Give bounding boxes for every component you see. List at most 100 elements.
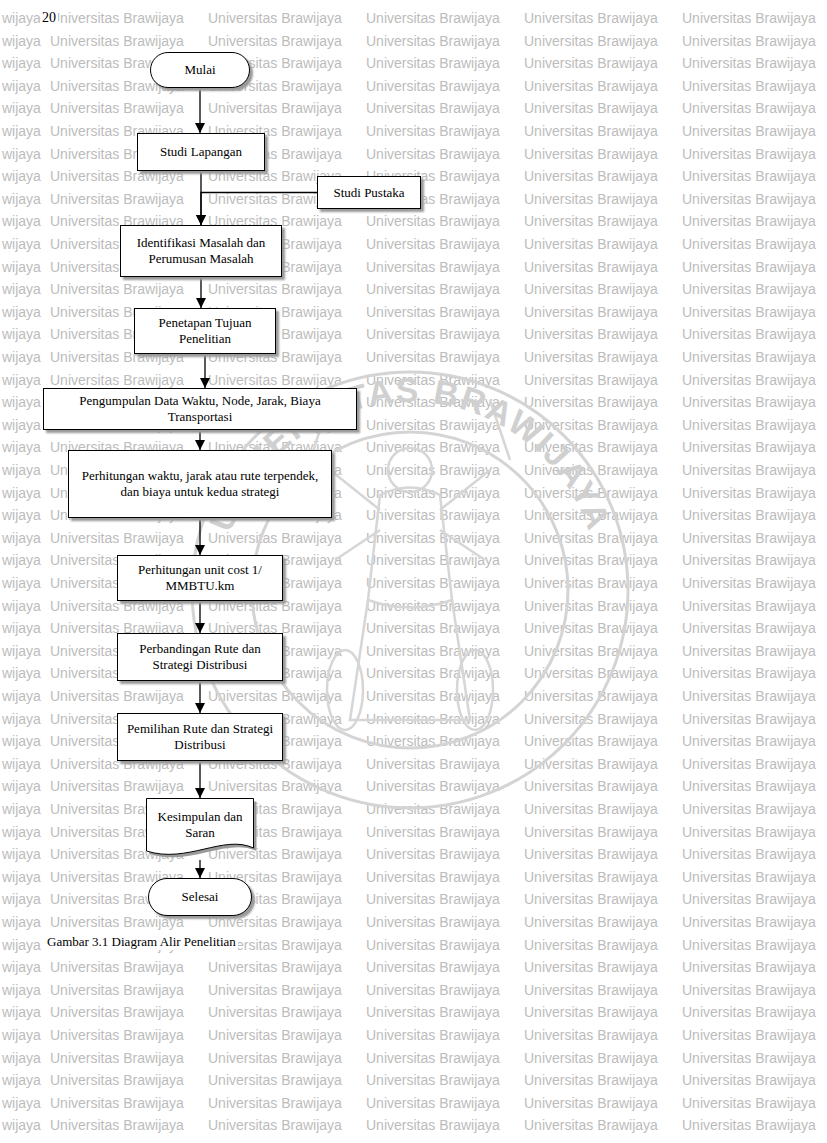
- watermark-text: Universitas Brawijaya: [208, 372, 342, 388]
- watermark-text: Universitas Brawijaya: [682, 891, 816, 907]
- flow-arrow: [199, 681, 200, 713]
- watermark-text: Universitas Brawijaya: [682, 1050, 816, 1066]
- watermark-text: Universitas Brawijaya: [208, 846, 342, 862]
- watermark-text: Universitas Brawijaya: [366, 620, 500, 636]
- watermark-text: Universitas Brawijaya: [682, 10, 816, 26]
- watermark-text: Universitas Brawijaya: [208, 914, 342, 930]
- watermark-text: Universitas Brawijaya: [366, 937, 500, 953]
- watermark-text: Universitas Brawijaya: [50, 1095, 184, 1111]
- flow-arrow: [199, 601, 200, 633]
- watermark-text: Universitas Brawijaya: [524, 394, 658, 410]
- figure-caption: Gambar 3.1 Diagram Alir Penelitian: [45, 934, 238, 950]
- watermark-text: Universitas Brawijaya: [366, 349, 500, 365]
- process-box: Perhitungan unit cost 1/ MMBTU.km: [117, 555, 283, 601]
- watermark-text: wijaya: [2, 146, 41, 162]
- figure-body: [368, 488, 452, 608]
- watermark-text: wijaya: [2, 869, 41, 885]
- watermark-text: Universitas Brawijaya: [682, 123, 816, 139]
- watermark-text: Universitas Brawijaya: [50, 914, 184, 930]
- watermark-text: wijaya: [2, 349, 41, 365]
- watermark-text: Universitas Brawijaya: [208, 1004, 342, 1020]
- watermark-text: Universitas Brawijaya: [366, 123, 500, 139]
- watermark-text: Universitas Brawijaya: [524, 959, 658, 975]
- process-box: Studi Lapangan: [137, 133, 265, 171]
- watermark-text: wijaya: [2, 552, 41, 568]
- watermark-text: Universitas Brawijaya: [682, 372, 816, 388]
- watermark-text: Universitas Brawijaya: [208, 281, 342, 297]
- watermark-text: Universitas Brawijaya: [524, 891, 658, 907]
- watermark-text: Universitas Brawijaya: [366, 982, 500, 998]
- watermark-text: Universitas Brawijaya: [524, 55, 658, 71]
- watermark-text: Universitas Brawijaya: [50, 959, 184, 975]
- flow-arrow: [204, 354, 205, 388]
- watermark-text: wijaya: [2, 168, 41, 184]
- watermark-text: Universitas Brawijaya: [366, 665, 500, 681]
- node-text: Studi Lapangan: [160, 144, 242, 160]
- watermark-text: Universitas Brawijaya: [524, 937, 658, 953]
- watermark-text: wijaya: [2, 598, 41, 614]
- watermark-text: Universitas Brawijaya: [682, 1072, 816, 1088]
- watermark-text: Universitas Brawijaya: [366, 914, 500, 930]
- watermark-text: Universitas Brawijaya: [366, 778, 500, 794]
- watermark-text: Universitas Brawijaya: [366, 326, 500, 342]
- watermark-text: wijaya: [2, 281, 41, 297]
- watermark-text: Universitas Brawijaya: [524, 1095, 658, 1111]
- watermark-text: Universitas Brawijaya: [208, 1117, 342, 1133]
- flow-arrow: [199, 518, 200, 555]
- watermark-text: Universitas Brawijaya: [50, 1050, 184, 1066]
- watermark-text: wijaya: [2, 485, 41, 501]
- watermark-text: Universitas Brawijaya: [524, 123, 658, 139]
- watermark-text: wijaya: [2, 33, 41, 49]
- watermark-text: Universitas Brawijaya: [524, 372, 658, 388]
- watermark-text: wijaya: [2, 78, 41, 94]
- flow-arrow: [199, 88, 200, 133]
- watermark-text: wijaya: [2, 711, 41, 727]
- watermark-text: wijaya: [2, 326, 41, 342]
- watermark-text: Universitas Brawijaya: [366, 711, 500, 727]
- watermark-text: Universitas Brawijaya: [682, 462, 816, 478]
- watermark-text: Universitas Brawijaya: [366, 575, 500, 591]
- watermark-text: Universitas Brawijaya: [366, 1117, 500, 1133]
- watermark-text: Universitas Brawijaya: [366, 1027, 500, 1043]
- watermark-text: Universitas Brawijaya: [524, 778, 658, 794]
- watermark-text: Universitas Brawijaya: [524, 213, 658, 229]
- watermark-text: Universitas Brawijaya: [524, 259, 658, 275]
- watermark-text: Universitas Brawijaya: [682, 417, 816, 433]
- watermark-text: Universitas Brawijaya: [682, 349, 816, 365]
- watermark-text: Universitas Brawijaya: [682, 191, 816, 207]
- watermark-text: wijaya: [2, 100, 41, 116]
- watermark-text: wijaya: [2, 846, 41, 862]
- watermark-text: Universitas Brawijaya: [50, 1117, 184, 1133]
- watermark-text: Universitas Brawijaya: [682, 959, 816, 975]
- watermark-text: wijaya: [2, 688, 41, 704]
- watermark-text: Universitas Brawijaya: [366, 281, 500, 297]
- watermark-text: Universitas Brawijaya: [682, 1027, 816, 1043]
- watermark-text: wijaya: [2, 643, 41, 659]
- watermark-text: Universitas Brawijaya: [366, 552, 500, 568]
- watermark-text: Universitas Brawijaya: [524, 982, 658, 998]
- watermark-text: wijaya: [2, 10, 41, 26]
- watermark-text: wijaya: [2, 801, 41, 817]
- node-text: Pemilihan Rute dan Strategi Distribusi: [124, 721, 276, 752]
- watermark-text: Universitas Brawijaya: [524, 1050, 658, 1066]
- watermark-text: Universitas Brawijaya: [682, 33, 816, 49]
- watermark-text: Universitas Brawijaya: [682, 1095, 816, 1111]
- watermark-text: wijaya: [2, 259, 41, 275]
- watermark-text: Universitas Brawijaya: [366, 1072, 500, 1088]
- watermark-text: Universitas Brawijaya: [366, 304, 500, 320]
- watermark-text: Universitas Brawijaya: [366, 959, 500, 975]
- watermark-text: wijaya: [2, 914, 41, 930]
- watermark-text: Universitas Brawijaya: [682, 485, 816, 501]
- watermark-text: wijaya: [2, 756, 41, 772]
- watermark-text: Universitas Brawijaya: [682, 756, 816, 772]
- watermark-text: Universitas Brawijaya: [682, 801, 816, 817]
- watermark-text: Universitas Brawijaya: [682, 236, 816, 252]
- node-text: Mulai: [184, 62, 215, 78]
- watermark-text: Universitas Brawijaya: [366, 891, 500, 907]
- watermark-text: Universitas Brawijaya: [366, 846, 500, 862]
- watermark-text: Universitas Brawijaya: [366, 146, 500, 162]
- watermark-text: Universitas Brawijaya: [524, 281, 658, 297]
- process-box: Pemilihan Rute dan Strategi Distribusi: [117, 713, 283, 761]
- watermark-text: wijaya: [2, 778, 41, 794]
